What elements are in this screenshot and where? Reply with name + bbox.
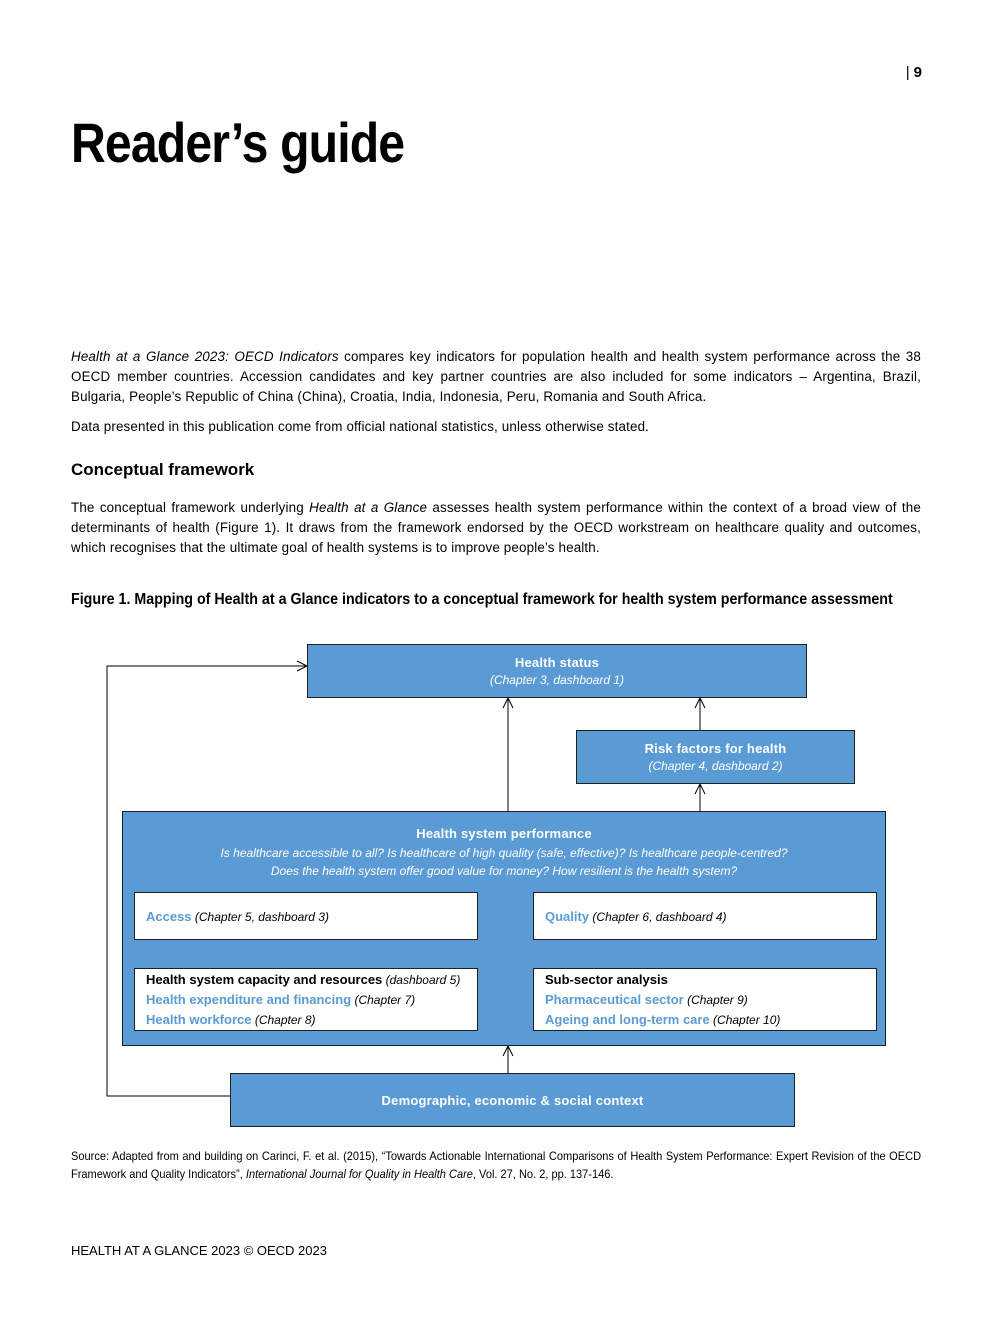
framework-paragraph: The conceptual framework underlying Heal… — [71, 498, 921, 558]
publication-title: Health at a Glance 2023: OECD Indicators — [71, 349, 339, 364]
source-text-after: , Vol. 27, No. 2, pp. 137-146. — [472, 1167, 614, 1181]
risk-factors-title: Risk factors for health — [644, 741, 787, 756]
performance-title: Health system performance — [416, 826, 592, 841]
page-footer: HEALTH AT A GLANCE 2023 © OECD 2023 — [71, 1243, 327, 1258]
access-ref: (Chapter 5, dashboard 3) — [191, 910, 329, 924]
performance-question-2: Does the health system offer good value … — [270, 864, 738, 878]
health-status-subtitle: (Chapter 3, dashboard 1) — [489, 673, 625, 687]
page-title: Reader’s guide — [71, 111, 405, 174]
demographic-to-performance-arrow — [502, 1044, 514, 1057]
pharmaceutical-label: Pharmaceutical sector — [545, 992, 684, 1007]
intro-paragraph: Health at a Glance 2023: OECD Indicators… — [71, 347, 921, 407]
quality-ref: (Chapter 6, dashboard 4) — [589, 910, 727, 924]
feedback-loop-line — [106, 665, 307, 1097]
risk-factors-subtitle: (Chapter 4, dashboard 2) — [648, 759, 783, 773]
demographic-title: Demographic, economic & social context — [381, 1093, 644, 1108]
risk-to-status-arrow — [694, 696, 706, 709]
access-box: Access (Chapter 5, dashboard 3) — [134, 892, 478, 940]
performance-to-risk-arrow — [694, 782, 706, 795]
page-number-value: 9 — [913, 64, 922, 81]
expenditure-ref: (Chapter 7) — [351, 993, 416, 1007]
page-number: |9 — [905, 64, 922, 81]
performance-question-1: Is healthcare accessible to all? Is heal… — [220, 846, 788, 860]
section-heading: Conceptual framework — [71, 460, 255, 479]
health-status-title: Health status — [514, 655, 600, 670]
source-journal: International Journal for Quality in Hea… — [245, 1167, 473, 1181]
demographic-context-box: Demographic, economic & social context — [230, 1073, 795, 1127]
capacity-box: Health system capacity and resources (da… — [134, 968, 478, 1031]
quality-box: Quality (Chapter 6, dashboard 4) — [533, 892, 877, 940]
ageing-ref: (Chapter 10) — [709, 1013, 781, 1027]
health-status-box: Health status (Chapter 3, dashboard 1) — [307, 644, 807, 698]
source-text-before: Source: Adapted from and building on Car… — [71, 1149, 922, 1181]
figure-source: Source: Adapted from and building on Car… — [71, 1147, 921, 1183]
risk-factors-box: Risk factors for health (Chapter 4, dash… — [576, 730, 855, 784]
expenditure-label: Health expenditure and financing — [146, 992, 352, 1007]
ageing-label: Ageing and long-term care — [545, 1012, 710, 1027]
pharmaceutical-ref: (Chapter 9) — [683, 993, 748, 1007]
access-label: Access — [146, 909, 192, 924]
intro-text: compares key indicators for population h… — [71, 349, 921, 404]
workforce-label: Health workforce — [146, 1012, 252, 1027]
framework-text-after: assesses health system performance withi… — [71, 500, 921, 555]
performance-to-status-arrow — [502, 696, 514, 709]
framework-text-before: The conceptual framework underlying — [71, 500, 310, 515]
data-note: Data presented in this publication come … — [71, 419, 650, 434]
capacity-heading-ref: (dashboard 5) — [382, 973, 461, 987]
figure-title: Figure 1. Mapping of Health at a Glance … — [71, 591, 893, 608]
workforce-ref: (Chapter 8) — [251, 1013, 316, 1027]
subsector-heading: Sub-sector analysis — [545, 972, 668, 987]
subsector-box: Sub-sector analysis Pharmaceutical secto… — [533, 968, 877, 1031]
quality-label: Quality — [545, 909, 590, 924]
capacity-heading: Health system capacity and resources — [146, 972, 383, 987]
framework-text-italic: Health at a Glance — [309, 500, 428, 515]
